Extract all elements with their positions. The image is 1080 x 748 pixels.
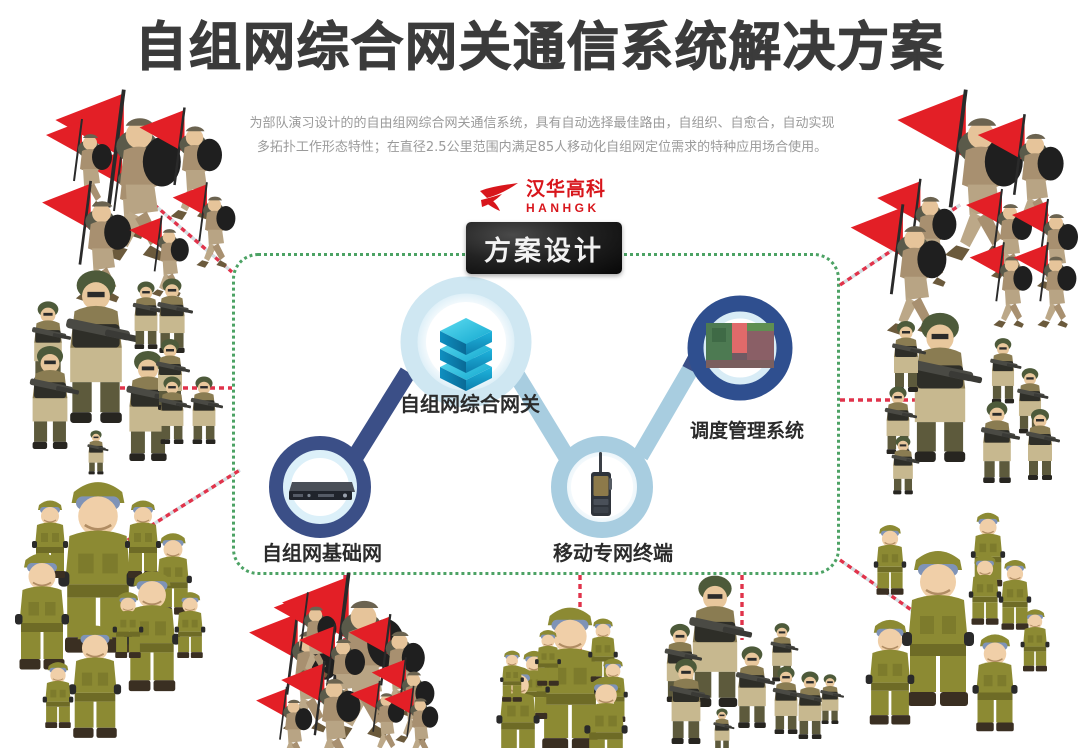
crowd-top-right: [849, 87, 1079, 337]
plan-design-label: 方案设计: [484, 235, 604, 267]
crowd-bottom-center: [247, 571, 440, 748]
crowd-bottom-right-center: [664, 575, 845, 748]
node-label-dispatch: 调度管理系统: [690, 420, 805, 442]
brand-logo: 汉华高科 HANHGK: [478, 180, 606, 214]
logo-english-name: HANHGK: [526, 201, 600, 215]
crowd-mid-left: [29, 270, 224, 475]
logo-chinese-name: 汉华高科: [526, 178, 607, 200]
crowd-bottom-right: [864, 512, 1050, 732]
plan-design-badge: 方案设计: [466, 222, 622, 274]
node-label-gateway: 自组网综合网关: [400, 392, 540, 416]
crowd-mid-right: [884, 312, 1061, 495]
page-title: 自组网综合网关通信系统解决方案: [134, 18, 945, 78]
crowd-bottom-mid: [495, 606, 629, 748]
crowd-bottom-left: [14, 480, 206, 739]
node-label-terminal: 移动专网终端: [553, 541, 673, 565]
intro-paragraph: 为部队演习设计的的自由组网综合网关通信系统，具有自动选择最佳路由，自组织、自愈合…: [222, 112, 862, 160]
crowd-top-left: [40, 87, 237, 304]
node-label-base: 自组网基础网: [262, 541, 382, 565]
intro-line-1: 为部队演习设计的的自由组网综合网关通信系统，具有自动选择最佳路由，自组织、自愈合…: [249, 116, 835, 131]
intro-line-2: 多拓扑工作形态特性；在直径2.5公里范围内满足85人移动化自组网定位需求的特种应…: [256, 140, 828, 156]
swoosh-bird-icon: [480, 183, 518, 211]
